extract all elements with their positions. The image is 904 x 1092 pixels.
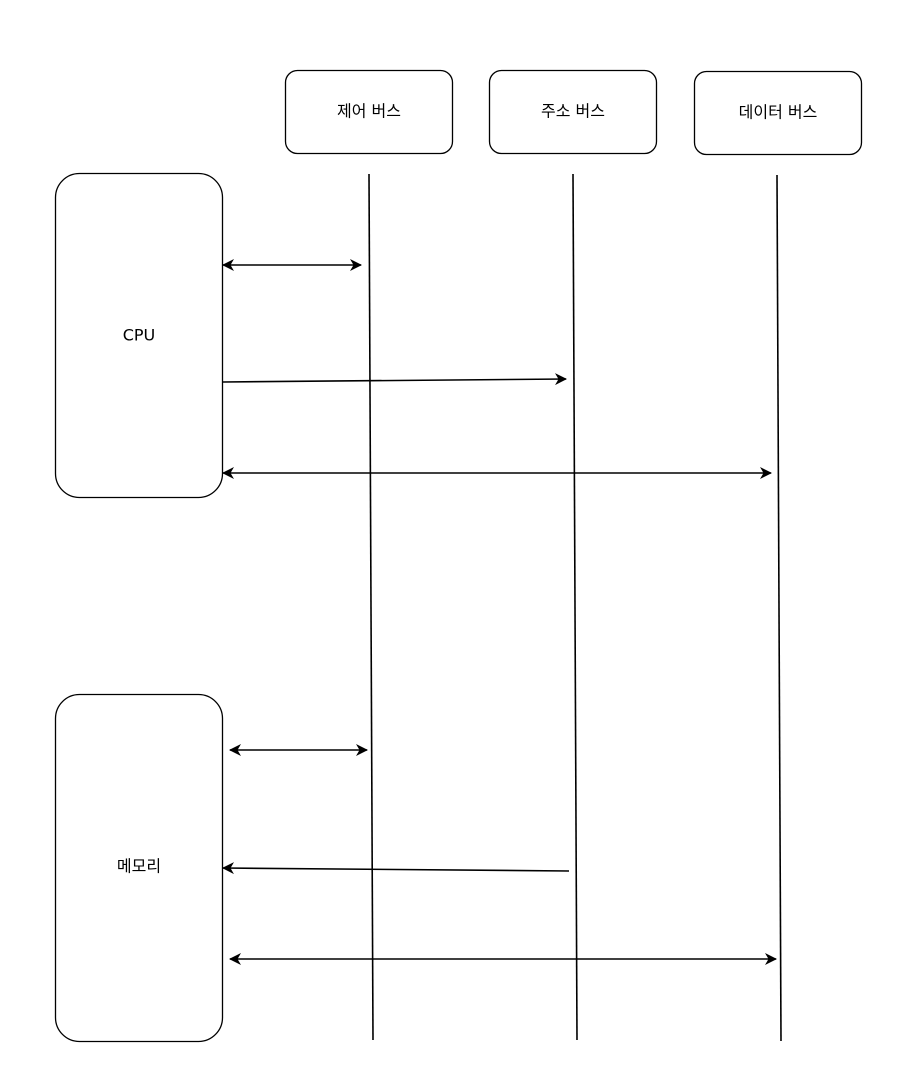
memory-label: 메모리	[117, 857, 161, 876]
control-bus-line	[368, 173, 374, 1041]
address-bus-memory-arrow	[222, 862, 570, 875]
data-bus-label: 데이터 버스	[739, 103, 818, 122]
address-bus-node[interactable]: 주소 버스	[488, 69, 658, 155]
memory-node[interactable]: 메모리	[54, 693, 224, 1043]
cpu-address-bus-arrow	[222, 373, 567, 386]
cpu-node[interactable]: CPU	[54, 172, 224, 499]
control-bus-node[interactable]: 제어 버스	[284, 69, 454, 155]
data-bus-line	[776, 174, 782, 1042]
address-bus-line	[572, 173, 578, 1041]
data-bus-node[interactable]: 데이터 버스	[693, 70, 863, 156]
cpu-label: CPU	[123, 326, 156, 345]
control-bus-label: 제어 버스	[337, 102, 401, 121]
address-bus-label: 주소 버스	[541, 102, 605, 121]
